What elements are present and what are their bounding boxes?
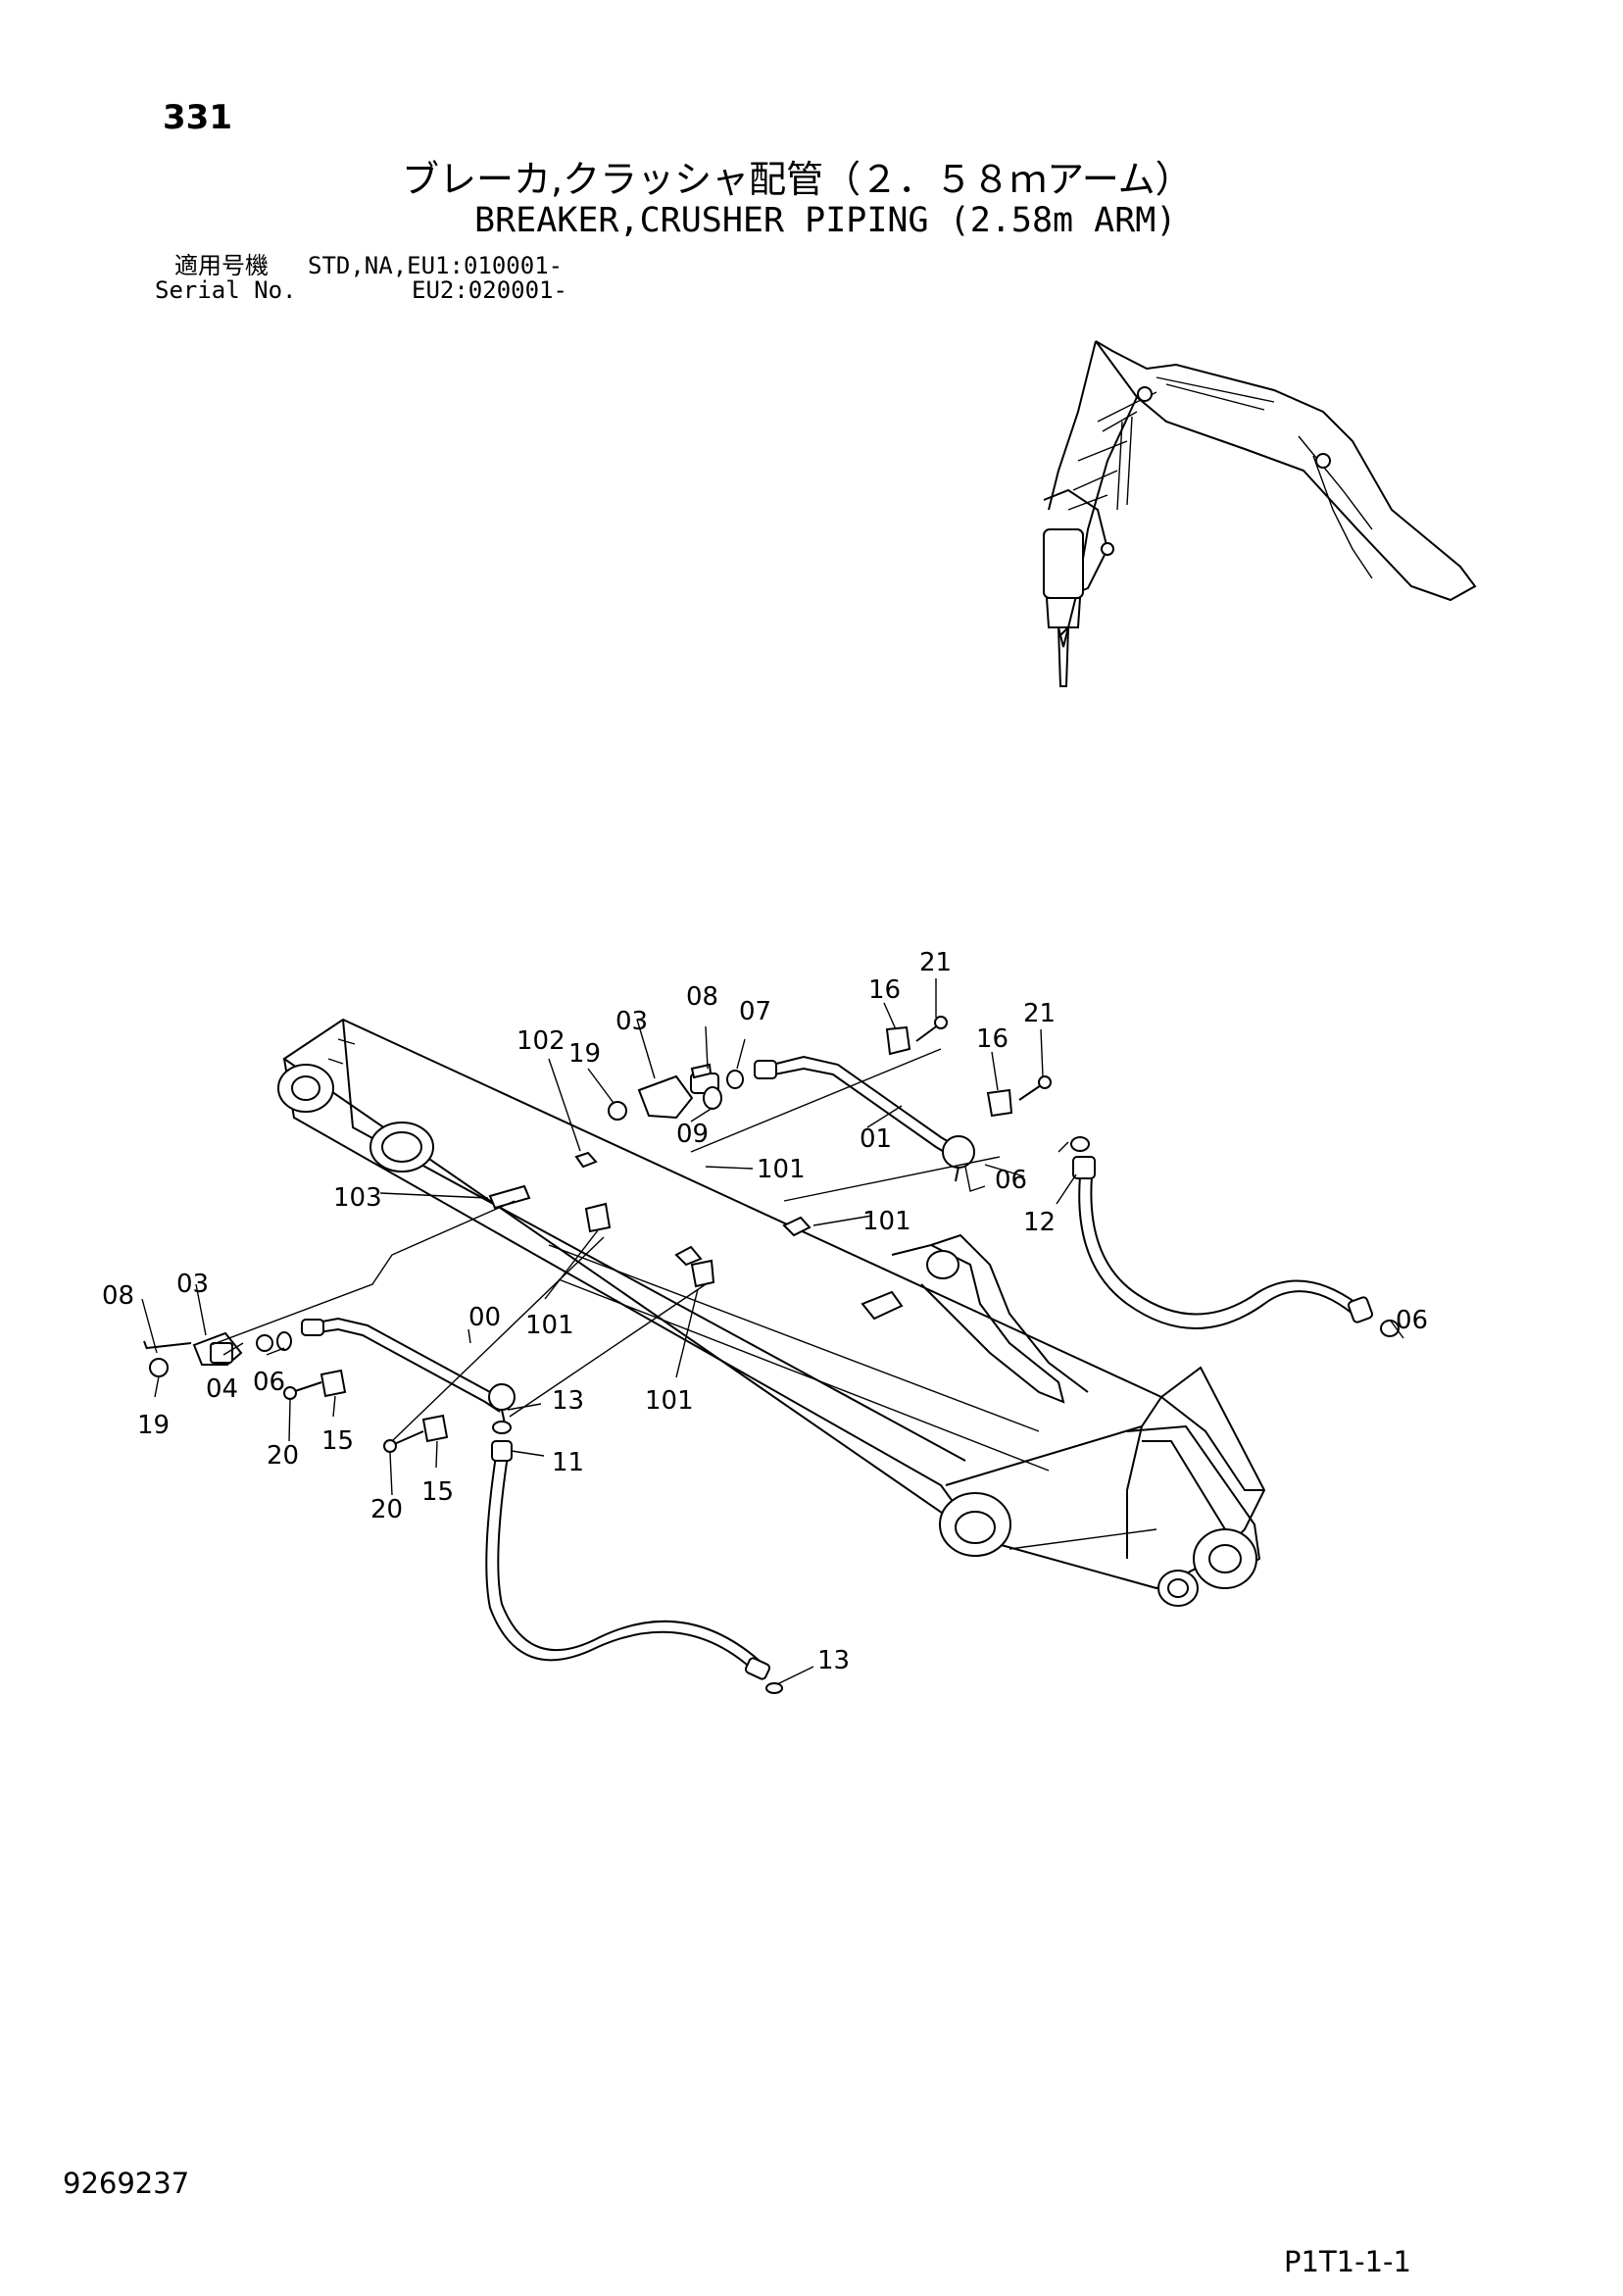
lower-piping-assembly [143,1184,783,1694]
callout-00: 00 [468,1303,501,1332]
callout-103: 103 [333,1183,382,1213]
callout-101: 101 [525,1311,574,1340]
callout-04: 04 [206,1374,238,1404]
callout-06: 06 [253,1368,285,1397]
callout-labels: 21 16 21 16 08 07 03 102 19 09 01 101 10… [102,948,1428,1675]
callout-19: 19 [568,1039,601,1069]
callout-101: 101 [645,1386,694,1416]
serial-range-1: STD,NA,EU1:010001- [308,252,564,279]
drawing-number: 9269237 [63,2167,190,2200]
serial-label-japanese: 適用号機 [174,252,269,279]
arm-structure [277,1018,1266,1607]
callout-06: 06 [1396,1306,1428,1335]
callout-09: 09 [676,1120,709,1149]
callout-03: 03 [176,1270,209,1299]
callout-15: 15 [321,1426,354,1456]
callout-08: 08 [102,1281,134,1311]
callout-19: 19 [137,1411,170,1440]
callout-06: 06 [995,1166,1027,1195]
callout-20: 20 [370,1495,403,1524]
callout-21: 21 [1023,999,1056,1028]
callout-leaders [141,978,1404,1685]
callout-21: 21 [919,948,952,977]
callout-102: 102 [516,1026,566,1056]
serial-range-2: EU2:020001- [412,276,567,304]
overview-breaker-attachment-illustration [1043,340,1477,687]
callout-03: 03 [615,1007,648,1036]
callout-13: 13 [552,1386,584,1416]
callout-08: 08 [686,982,718,1012]
serial-label-english: Serial No. [155,276,297,304]
callout-16: 16 [868,975,901,1005]
callout-12: 12 [1023,1208,1056,1237]
callout-15: 15 [421,1477,454,1507]
callout-11: 11 [552,1448,584,1477]
sheet-code: P1T1-1-1 [1284,2245,1411,2278]
callout-01: 01 [860,1124,892,1154]
page-title-japanese: ブレーカ,クラッシャ配管（２．５８ｍアーム） [402,158,1193,201]
page-title-english: BREAKER,CRUSHER PIPING (2.58m ARM) [474,201,1177,240]
callout-07: 07 [739,997,771,1026]
callout-16: 16 [976,1024,1008,1054]
callout-101: 101 [862,1207,911,1236]
callout-20: 20 [267,1441,299,1471]
page-number: 331 [163,98,232,137]
callout-101: 101 [757,1155,806,1184]
upper-piping-assembly [574,1016,1400,1337]
callout-13: 13 [817,1646,850,1675]
